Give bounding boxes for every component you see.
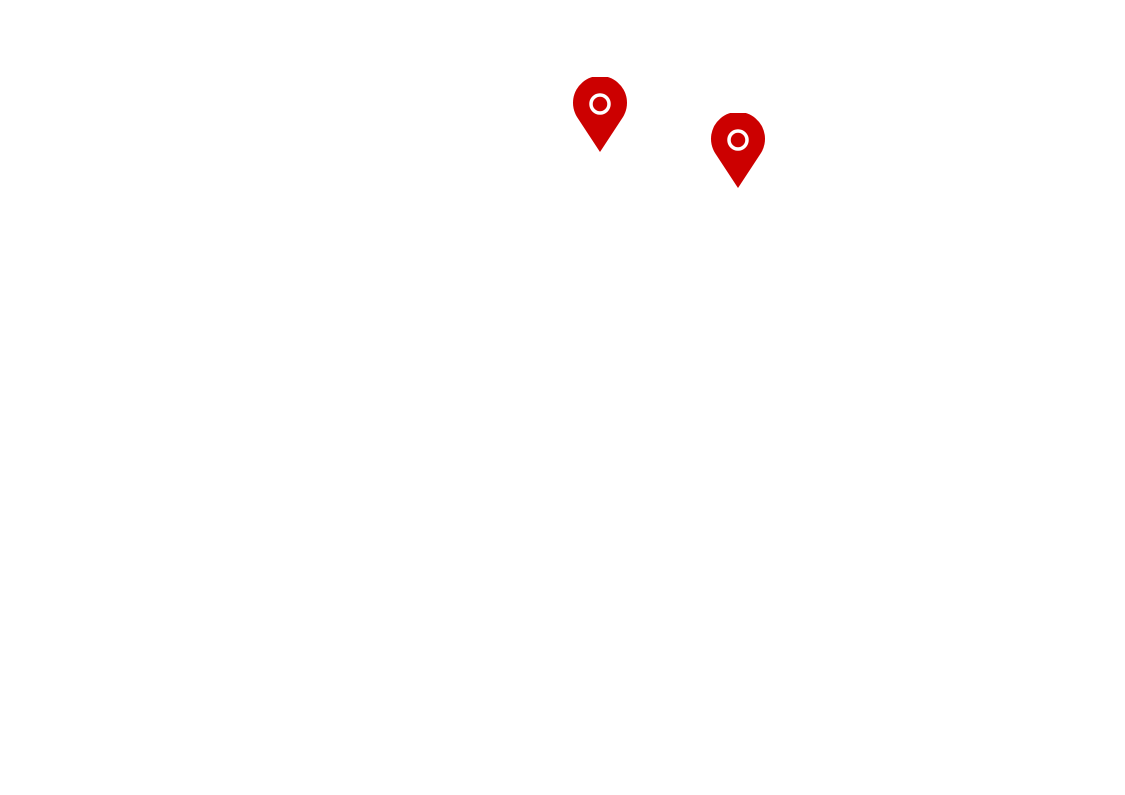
map-pin-icon (573, 77, 627, 152)
map-pin-icon (711, 113, 765, 188)
map-marker[interactable] (710, 113, 766, 189)
map-marker[interactable] (572, 77, 628, 153)
